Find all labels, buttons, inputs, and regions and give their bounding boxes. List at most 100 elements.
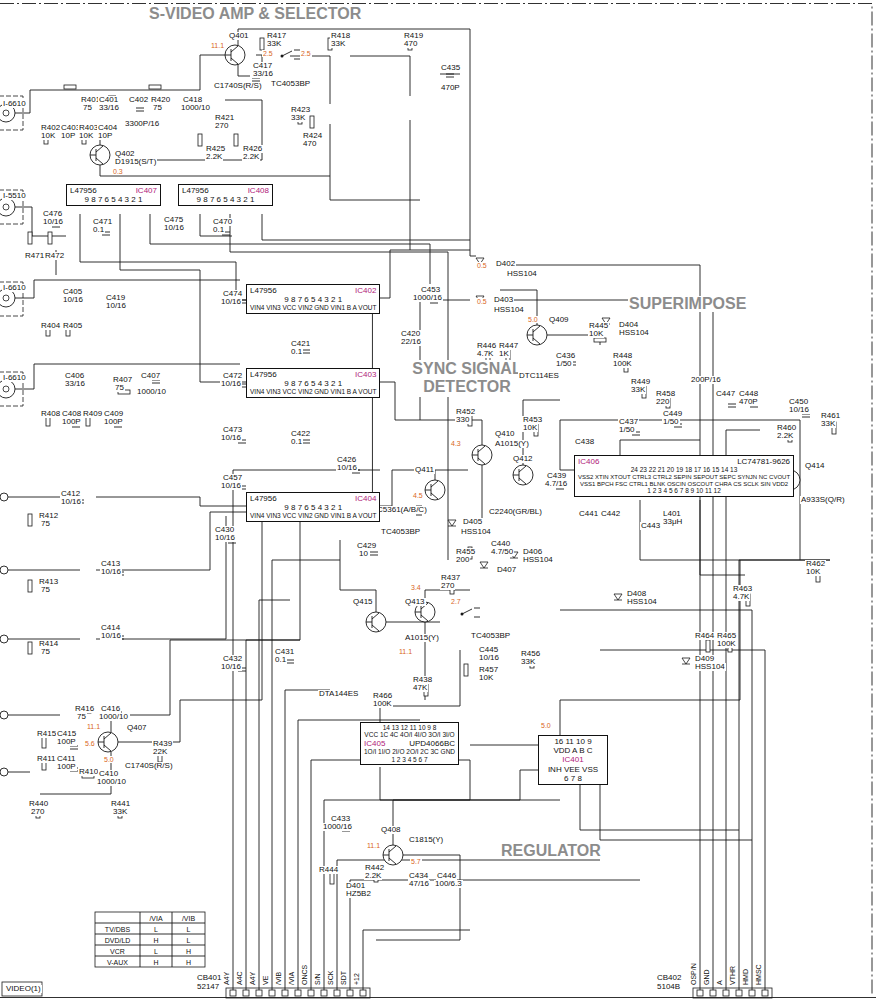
ic-row: L47956IC404 xyxy=(250,494,376,503)
part-label: C435 xyxy=(440,64,461,72)
table-cell: H xyxy=(185,958,192,965)
part-label: 10 xyxy=(358,550,369,558)
capacitor-symbol xyxy=(152,380,160,383)
resistor-symbol xyxy=(28,514,32,526)
part-label: C421 xyxy=(290,340,311,348)
resistor-symbol xyxy=(198,134,202,146)
part-label: R452 xyxy=(455,408,476,416)
table-cell: /VIA xyxy=(148,914,163,921)
part-label: DTC114ES xyxy=(518,372,560,380)
wire xyxy=(15,364,240,389)
part-label: A933S(Q/R) xyxy=(800,496,846,504)
part-label: R448 xyxy=(612,352,633,360)
part-label: C447 xyxy=(715,390,736,398)
part-label: C433 xyxy=(330,815,351,823)
ic-pin-text: VIN4 VIN3 VCC VIN2 GND VIN1 B A VOUT xyxy=(250,512,376,519)
part-label: 1000/10 xyxy=(136,388,167,396)
part-label: C418 xyxy=(182,96,203,104)
switch-symbol xyxy=(282,50,300,59)
part-label: 75 xyxy=(152,104,163,112)
ic-pin-text: UPD4066BC xyxy=(409,739,455,748)
part-label: R444 xyxy=(318,866,339,874)
jack-symbol xyxy=(0,380,15,398)
part-label: 75 xyxy=(40,586,51,594)
resistor-symbol xyxy=(706,640,710,652)
part-label: 100K xyxy=(372,700,393,708)
jack-symbol xyxy=(3,110,9,116)
voltage-value: 5.0 xyxy=(103,756,115,763)
table-cell: H xyxy=(152,958,159,965)
part-label: 22K xyxy=(152,748,168,756)
part-label: C419 xyxy=(105,294,126,302)
wire xyxy=(8,516,226,639)
part-label: 4.7/50 xyxy=(490,548,514,556)
ic-package: 14 13 12 11 10 9 8VCC 1C 4C 4O/I 4I/O 3O… xyxy=(360,722,459,765)
wire-connector xyxy=(372,398,373,492)
part-label: DTA144ES xyxy=(318,690,359,698)
connector-pin xyxy=(697,990,703,996)
wire xyxy=(370,250,470,298)
part-label: 10/16 xyxy=(163,224,185,232)
part-label: C430 xyxy=(214,526,235,534)
part-label: C412 xyxy=(60,490,81,498)
wire xyxy=(80,214,246,300)
ic-row: IC406LC74781-9626 xyxy=(578,457,790,466)
resistor-symbol xyxy=(28,580,32,592)
part-label: C446 xyxy=(436,872,457,880)
part-label: 10K xyxy=(78,132,94,140)
part-label: HSS104 xyxy=(460,528,492,536)
part-label: CB402 xyxy=(656,974,682,982)
part-label: C475 xyxy=(163,216,184,224)
wire xyxy=(340,540,376,612)
connector-pin xyxy=(710,990,716,996)
bus-wire xyxy=(726,430,760,990)
part-label: C440 xyxy=(490,540,511,548)
wire xyxy=(350,56,410,96)
part-label: R403 xyxy=(78,124,99,132)
part-label: R424 xyxy=(302,132,323,140)
part-label: 10K xyxy=(478,674,494,682)
part-label: C407 xyxy=(140,372,161,380)
part-label: HZ5B2 xyxy=(345,890,372,898)
part-label: C476 xyxy=(42,210,63,218)
wire xyxy=(225,100,262,101)
part-label: C401 xyxy=(98,96,119,104)
section-title: SUPERIMPOSE xyxy=(628,296,747,312)
part-label: 0.1 xyxy=(212,226,225,234)
part-label: 0.1 xyxy=(92,226,105,234)
capacitor-symbol xyxy=(286,660,294,663)
voltage-value: 5.7 xyxy=(410,858,422,865)
table-cell: /VIB xyxy=(181,914,196,921)
ic-row: VIN4 VIN3 VCC VIN2 GND VIN1 B A VOUT xyxy=(250,304,376,311)
resistor-symbol xyxy=(260,38,264,50)
part-label: 1000/10 xyxy=(96,778,127,786)
ic-reference: IC404 xyxy=(355,494,376,503)
part-label: 100K xyxy=(716,640,737,648)
part-label: 10K xyxy=(805,568,821,576)
wire-connector xyxy=(372,314,373,368)
part-label: 1/50 xyxy=(618,426,636,434)
table-rule xyxy=(95,923,205,924)
table-cell: H xyxy=(185,947,192,954)
table-rule xyxy=(172,912,173,967)
wire xyxy=(8,497,246,506)
part-label: C416 xyxy=(100,705,121,713)
transistor-symbol xyxy=(513,466,526,484)
part-label: R402 xyxy=(40,124,61,132)
part-label: C426 xyxy=(336,456,357,464)
connector-body xyxy=(693,988,772,998)
voltage-value: 11.1 xyxy=(86,723,101,730)
ic-reference: IC402 xyxy=(355,286,376,295)
connector-pin xyxy=(334,990,340,996)
part-label: R446 xyxy=(476,342,497,350)
bus-wire xyxy=(233,470,380,990)
voltage-value: 11.1 xyxy=(398,648,413,655)
transistor-symbol xyxy=(90,145,110,165)
ic-row: L47956IC408 xyxy=(182,186,269,195)
ic-pin-text: 16 11 10 9 xyxy=(554,737,591,746)
part-label: 1K xyxy=(498,350,510,358)
wire xyxy=(262,214,470,240)
voltage-value: 4.5 xyxy=(412,492,424,499)
part-label: 75 xyxy=(40,648,51,656)
pin-name: A4Y xyxy=(249,971,256,986)
